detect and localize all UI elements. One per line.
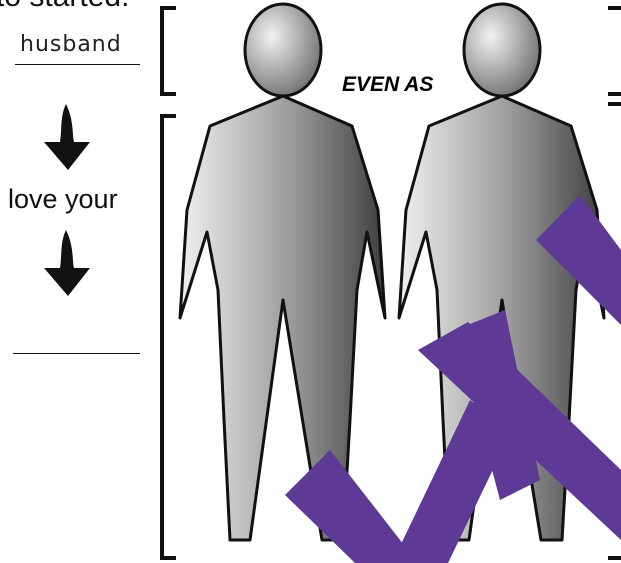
bracket-icon (162, 8, 176, 558)
left-figure (180, 4, 385, 540)
